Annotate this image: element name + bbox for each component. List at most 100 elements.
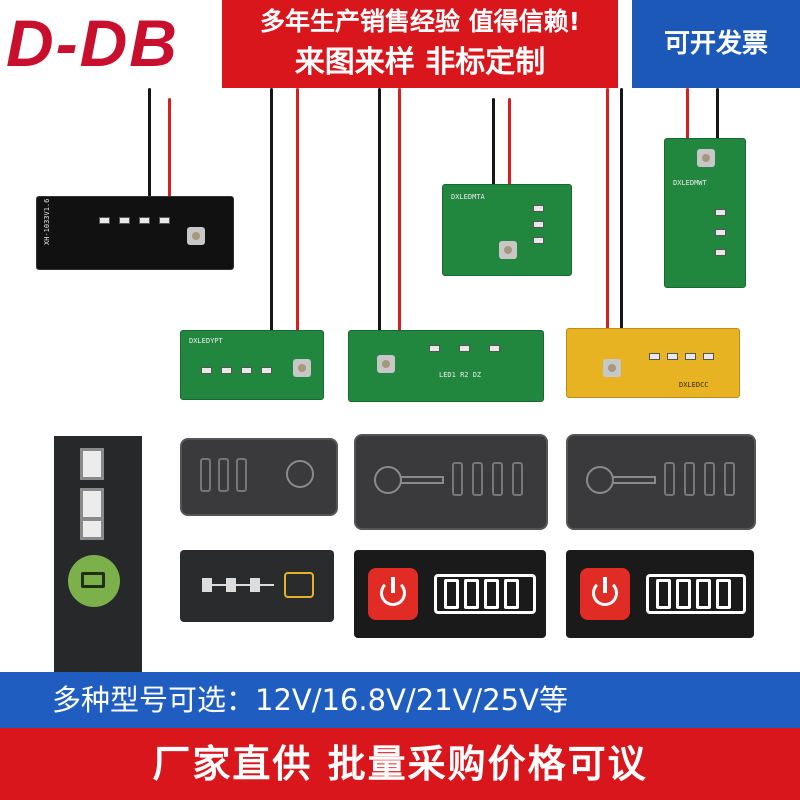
board-silkscreen: XH-1033V1.6: [43, 198, 51, 245]
led: [533, 237, 544, 244]
led: [99, 217, 110, 224]
battery-bar-cell: [696, 579, 711, 609]
indicator-panel: [354, 550, 546, 638]
button-hole-icon: [374, 466, 402, 494]
tactile-switch: [377, 355, 395, 373]
tactile-switch: [187, 227, 205, 245]
led: [119, 217, 130, 224]
wire-red: [296, 88, 299, 333]
battery-bar-cell: [484, 579, 499, 609]
battery-bar-cell: [716, 579, 731, 609]
promo-footer: 厂家直供 批量采购价格可议: [0, 728, 800, 800]
wire-black: [620, 88, 623, 333]
indicator-light: [226, 578, 236, 592]
led: [201, 367, 212, 374]
light-slot: [472, 462, 483, 496]
header: D-DB 多年生产销售经验 值得信赖! 来图来样 非标定制 可开发票: [0, 0, 800, 88]
power-button: [368, 568, 418, 620]
button-stem-icon: [400, 476, 444, 484]
led: [667, 353, 678, 360]
battery-icon: [284, 572, 314, 598]
light-slot: [664, 462, 675, 496]
tactile-switch: [697, 149, 715, 167]
banner-line-1: 多年生产销售经验 值得信赖!: [259, 7, 581, 36]
indicator-light: [202, 578, 212, 592]
light-slot: [452, 462, 463, 496]
wire-black: [270, 88, 273, 333]
led: [429, 345, 440, 352]
led: [241, 367, 252, 374]
battery-bar-cell: [504, 579, 519, 609]
indicator-light: [250, 578, 260, 592]
led: [459, 345, 470, 352]
board-silkscreen: DXLEDCC: [679, 381, 709, 389]
battery-icon: [81, 572, 105, 588]
wire-red: [508, 98, 511, 188]
led: [261, 367, 272, 374]
pcb-board-black: XH-1033V1.6: [36, 196, 234, 270]
led: [715, 249, 726, 256]
green-button: [68, 555, 120, 607]
led: [703, 353, 714, 360]
battery-level-cell: [80, 518, 104, 540]
led: [649, 353, 660, 360]
button-hole-icon: [286, 460, 314, 488]
switch-cover: [354, 434, 548, 530]
board-silkscreen: DXLEDYPT: [189, 337, 223, 345]
light-slot: [236, 458, 247, 492]
tactile-switch: [603, 359, 621, 377]
switch-cover: [180, 438, 338, 516]
battery-level-cell: [80, 488, 104, 520]
led: [533, 221, 544, 228]
battery-bar: [646, 574, 746, 614]
switch-cover: [566, 434, 756, 530]
battery-bar-cell: [676, 579, 691, 609]
power-icon-stem: [603, 577, 607, 593]
product-gallery: XH-1033V1.6 DXLEDYPT LED1 R2 DZ DXLEDMTA: [0, 88, 800, 748]
pcb-board-green: DXLEDMWT: [664, 138, 746, 288]
light-slot: [724, 462, 735, 496]
led: [715, 209, 726, 216]
battery-bar: [434, 574, 536, 614]
button-hole-icon: [586, 466, 614, 494]
power-icon: [592, 580, 618, 606]
led: [139, 217, 150, 224]
wire-red: [168, 98, 171, 198]
board-silkscreen: LED1 R2 DZ: [439, 371, 482, 379]
light-slot: [684, 462, 695, 496]
invoice-badge: 可开发票: [632, 0, 800, 88]
board-silkscreen: DXLEDMTA: [451, 193, 485, 201]
led: [685, 353, 696, 360]
power-button: [580, 568, 630, 620]
promo-banner: 多年生产销售经验 值得信赖! 来图来样 非标定制: [222, 0, 618, 88]
power-icon: [380, 580, 406, 606]
light-slot: [218, 458, 229, 492]
models-banner: 多种型号可选：12V/16.8V/21V/25V等: [0, 672, 800, 728]
pcb-board-yellow: DXLEDCC: [566, 328, 740, 398]
banner-line-2: 来图来样 非标定制: [294, 45, 546, 80]
battery-bar-cell: [656, 579, 671, 609]
indicator-panel: [566, 550, 754, 638]
led: [159, 217, 170, 224]
wire-black: [716, 88, 719, 140]
light-slot: [492, 462, 503, 496]
light-slot: [704, 462, 715, 496]
light-slot: [512, 462, 523, 496]
wire-red: [398, 88, 401, 333]
pcb-board-green: DXLEDMTA: [442, 184, 572, 276]
button-stem-icon: [612, 476, 656, 484]
battery-bar-cell: [444, 579, 459, 609]
pcb-board-green: DXLEDYPT: [180, 330, 324, 400]
wire-black: [378, 88, 381, 333]
led: [715, 229, 726, 236]
board-silkscreen: DXLEDMWT: [673, 179, 707, 187]
tactile-switch: [499, 241, 517, 259]
battery-bar-cell: [464, 579, 479, 609]
power-icon-stem: [391, 577, 395, 593]
battery-level-cell: [80, 448, 104, 480]
light-slot: [200, 458, 211, 492]
pcb-board-green: LED1 R2 DZ: [348, 330, 544, 402]
wire-black: [148, 88, 151, 198]
indicator-sticker: [180, 550, 334, 622]
led: [489, 345, 500, 352]
